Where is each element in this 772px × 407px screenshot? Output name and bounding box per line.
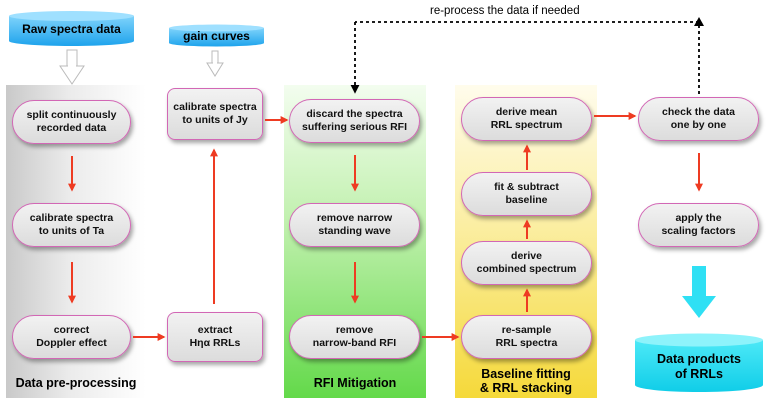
node-split-data: split continuously recorded data bbox=[12, 100, 131, 144]
node-mean-spectrum: derive mean RRL spectrum bbox=[461, 97, 592, 141]
database-icon bbox=[635, 333, 763, 392]
raw-data-source: Raw spectra data bbox=[8, 10, 135, 47]
node-calibrate-ta: calibrate spectra to units of Ta bbox=[12, 203, 131, 247]
preprocess-panel-title: Data pre-processing bbox=[15, 376, 137, 390]
feedback-note: re-process the data if needed bbox=[430, 5, 580, 17]
gain-curves-source: gain curves bbox=[168, 24, 265, 47]
database-icon bbox=[9, 11, 134, 46]
rfi-panel-title: RFI Mitigation bbox=[313, 376, 397, 390]
feedback-up-head bbox=[694, 17, 704, 26]
raw-data-arrow bbox=[59, 49, 85, 85]
node-narrowband-rfi: remove narrow-band RFI bbox=[289, 315, 420, 359]
node-discard-rfi: discard the spectra suffering serious RF… bbox=[289, 99, 420, 143]
node-scaling-factors: apply the scaling factors bbox=[638, 203, 759, 247]
node-combined-spectrum: derive combined spectrum bbox=[461, 241, 592, 285]
gain-curves-arrow bbox=[206, 50, 224, 77]
node-fit-baseline: fit & subtract baseline bbox=[461, 172, 592, 216]
database-icon bbox=[169, 24, 264, 47]
output-products: Data products of RRLs bbox=[634, 333, 764, 393]
output-products-label: Data products of RRLs bbox=[656, 352, 742, 381]
stacking-panel-title: Baseline fitting & RRL stacking bbox=[479, 367, 573, 395]
raw-data-label: Raw spectra data bbox=[22, 21, 121, 36]
gain-curves-label: gain curves bbox=[183, 28, 250, 43]
node-standing-wave: remove narrow standing wave bbox=[289, 203, 420, 247]
node-extract: extract Hηα RRLs bbox=[167, 312, 263, 362]
node-check-data: check the data one by one bbox=[638, 97, 759, 141]
output-arrow bbox=[682, 266, 716, 318]
node-doppler: correct Doppler effect bbox=[12, 315, 131, 359]
node-calibrate-jy: calibrate spectra to units of Jy bbox=[167, 88, 263, 140]
node-resample: re-sample RRL spectra bbox=[461, 315, 592, 359]
